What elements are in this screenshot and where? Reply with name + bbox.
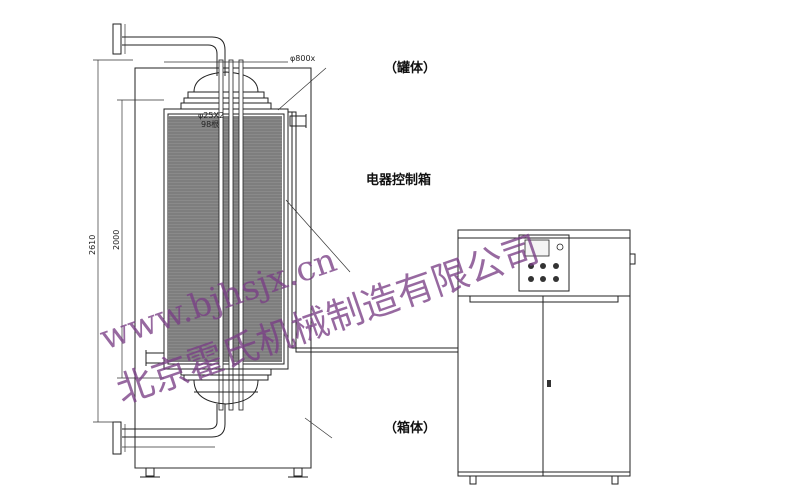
door-handle [547,380,551,387]
bottom-pipe [112,404,226,455]
cabinet-label: （箱体） [384,420,436,436]
electrical-control-box [457,229,636,485]
height-inner-label: 2000 [112,230,121,250]
control-panel [518,234,570,292]
top-head [180,71,272,110]
knob-2 [540,263,546,269]
tank-label: （罐体） [384,60,436,76]
connection-cable [288,111,458,353]
display-screen [524,239,550,257]
tube-spec-line1: φ25X2 [198,111,224,120]
bottom-head [180,368,272,405]
tube-spec-line2: 98根 [201,119,219,129]
knob-3 [553,263,559,269]
knob-4 [528,276,534,282]
knob-1 [528,263,534,269]
control-box-label: 电器控制箱 [366,172,431,188]
knob-5 [540,276,546,282]
height-outer-label: 2610 [88,235,97,255]
knob-6 [553,276,559,282]
indicator-light [556,243,564,251]
leader-lines [277,67,351,439]
dimension-lines [93,59,288,423]
top-pipe [112,23,226,76]
diameter-label: φ800x [290,54,316,63]
